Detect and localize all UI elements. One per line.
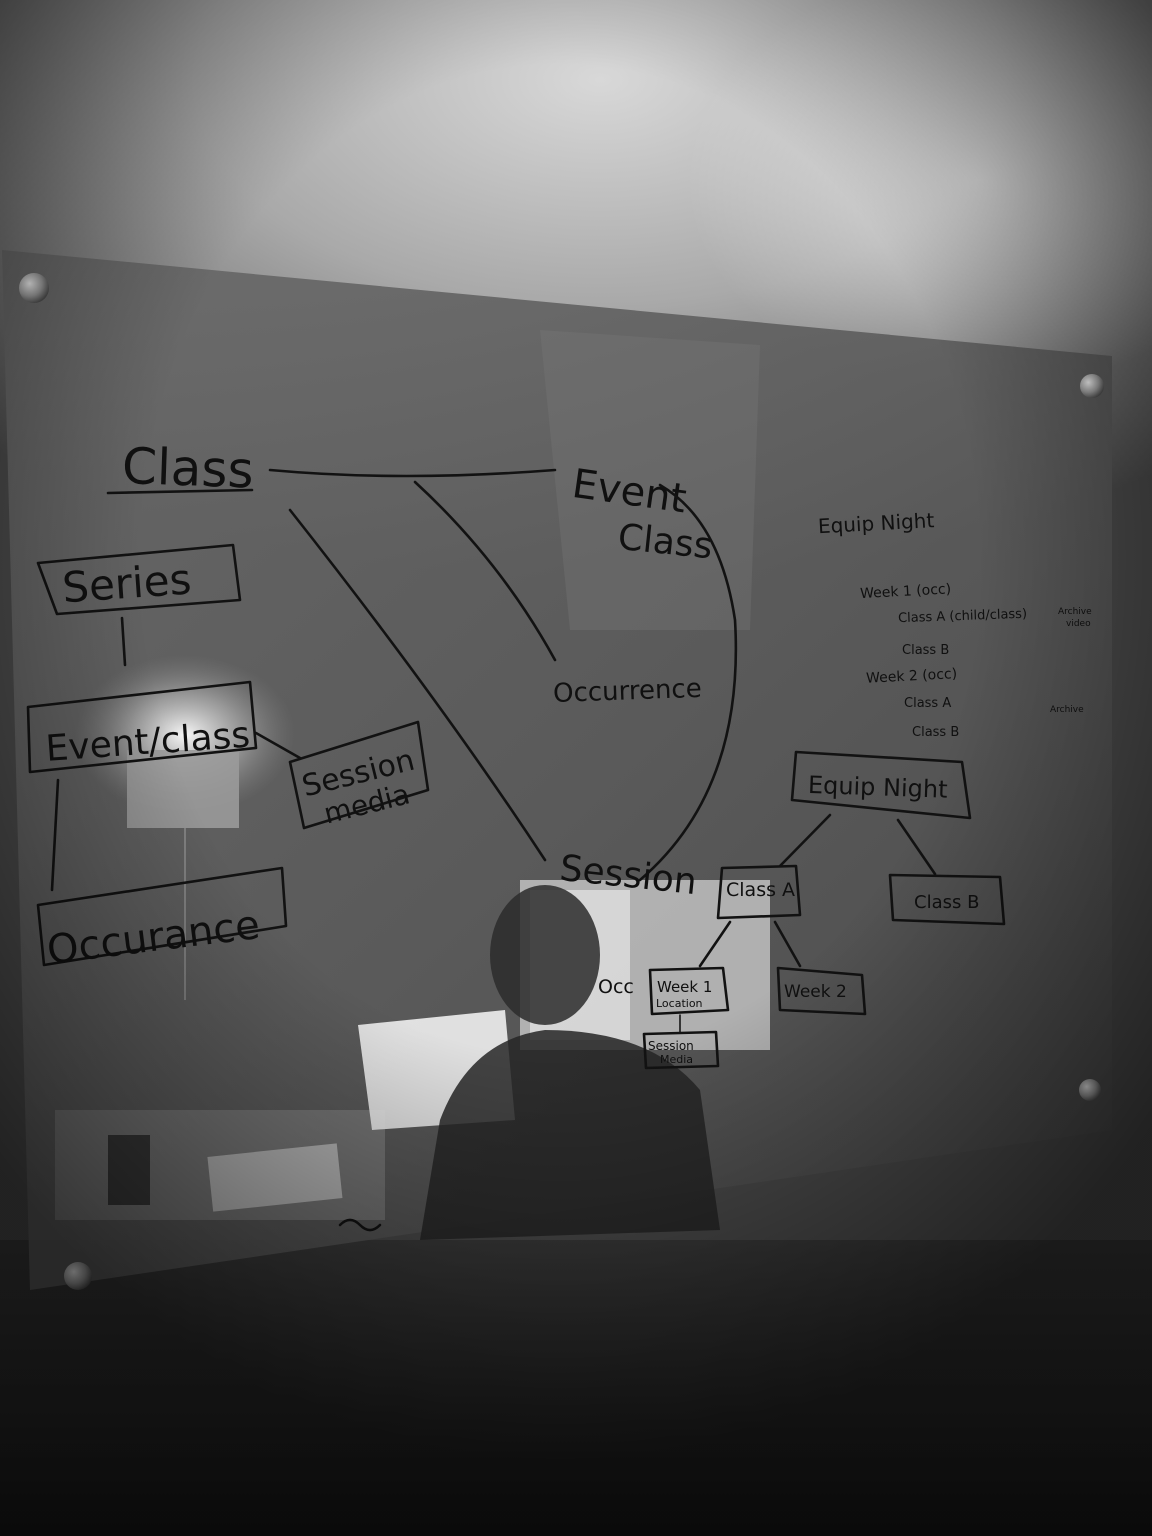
notes-line-5: Class A — [904, 696, 951, 711]
notes-side-3: Archive — [1050, 705, 1084, 715]
mount-screw-bottom-right — [1079, 1079, 1101, 1101]
mount-screw-top-left — [19, 273, 49, 303]
notes-line-6: Class B — [912, 725, 959, 740]
label-week-2: Week 2 — [784, 982, 847, 1002]
mount-screw-bottom-left — [64, 1262, 92, 1290]
label-class-b: Class B — [914, 892, 979, 913]
mount-screw-top-right — [1080, 374, 1104, 398]
label-series: Series — [61, 554, 193, 612]
label-equip-night: Equip Night — [807, 771, 948, 804]
label-session-right: Session — [648, 1039, 694, 1053]
label-media-right: Media — [660, 1053, 693, 1066]
label-location: Location — [656, 997, 703, 1010]
notes-line-3: Class B — [902, 643, 949, 658]
label-occurrence-center: Occurrence — [553, 674, 703, 709]
label-class-a: Class A — [726, 879, 795, 901]
label-week-1: Week 1 — [657, 978, 712, 996]
notes-side-1: Archive — [1058, 607, 1092, 617]
label-occ: Occ — [598, 976, 634, 998]
reflection-person-head — [490, 885, 600, 1025]
notes-side-2: video — [1066, 619, 1091, 629]
